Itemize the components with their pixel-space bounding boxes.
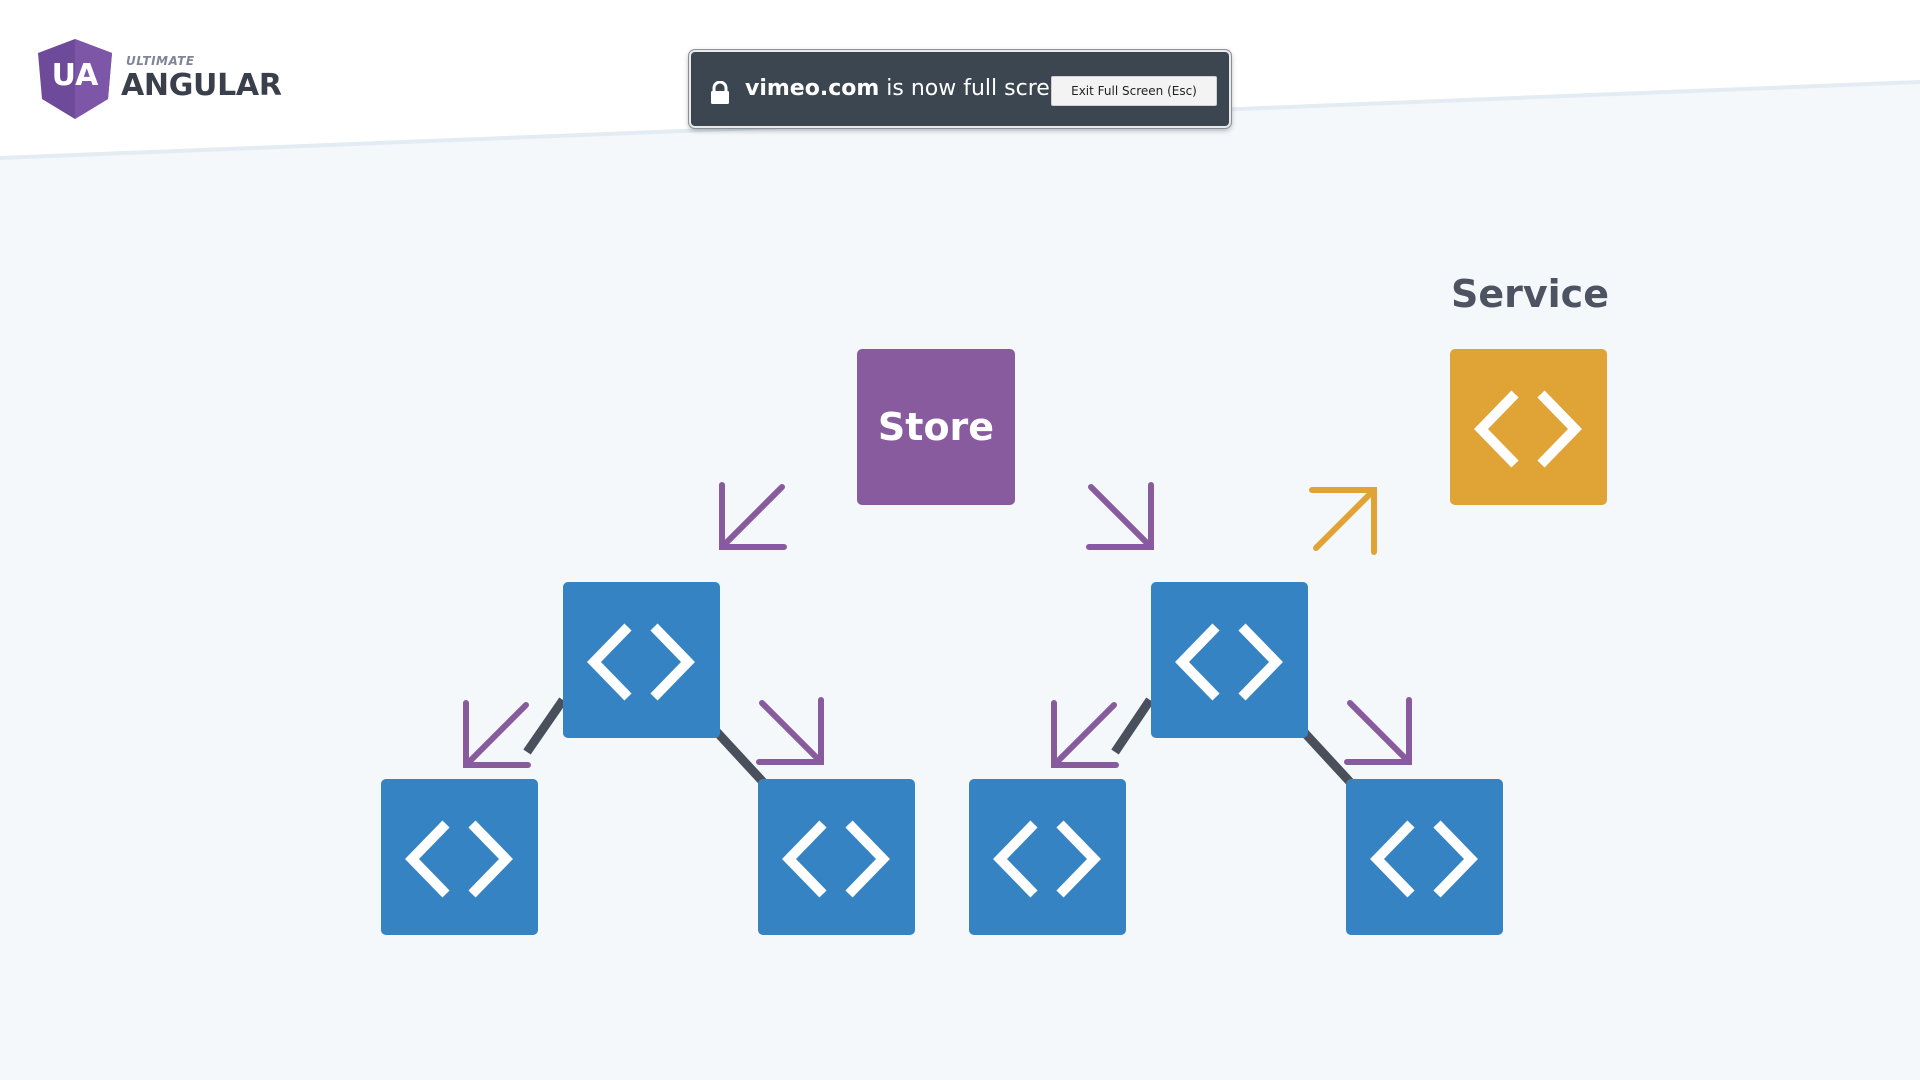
code-brackets-icon <box>405 820 513 898</box>
lock-icon <box>711 81 729 104</box>
code-brackets-icon <box>587 623 695 701</box>
tree-connector <box>711 726 767 786</box>
code-brackets-icon <box>1175 623 1283 701</box>
tree-connector <box>523 697 567 755</box>
component-box-right-right-child <box>1346 779 1503 935</box>
tree-connector <box>1298 726 1354 786</box>
fullscreen-message: vimeo.com is now full screen <box>745 76 1077 101</box>
fullscreen-message-text: is now full screen <box>879 76 1078 101</box>
component-box-left-parent <box>563 582 720 738</box>
code-brackets-icon <box>993 820 1101 898</box>
ua-badge-icon: UA <box>38 39 112 119</box>
left-parent-to-right-child-arrow <box>756 697 824 765</box>
right-parent-to-right-child-arrow <box>1344 697 1412 765</box>
tree-connector <box>1111 697 1154 755</box>
fullscreen-domain: vimeo.com <box>745 76 880 101</box>
store-box: Store <box>857 349 1015 505</box>
component-box-right-left-child <box>969 779 1126 935</box>
fullscreen-notice: vimeo.com is now full screen Exit Full S… <box>689 50 1231 128</box>
service-label: Service <box>1451 272 1609 316</box>
ultimate-angular-logo: UA ULTIMATE ANGULAR <box>38 39 298 121</box>
component-box-left-right-child <box>758 779 915 935</box>
component-box-right-parent <box>1151 582 1308 738</box>
component-box-left-left-child <box>381 779 538 935</box>
store-to-left-arrow <box>719 482 787 550</box>
left-parent-to-left-child-arrow <box>463 700 531 768</box>
service-box <box>1450 349 1607 505</box>
logo-tagline: ULTIMATE <box>126 54 195 68</box>
logo-title: ANGULAR <box>121 68 282 103</box>
store-label: Store <box>877 405 995 449</box>
component-to-service-arrow <box>1309 487 1377 555</box>
code-brackets-icon <box>782 820 890 898</box>
badge-glyph: UA <box>52 58 99 93</box>
right-parent-to-left-child-arrow <box>1051 700 1119 768</box>
exit-full-screen-button[interactable]: Exit Full Screen (Esc) <box>1051 76 1217 106</box>
store-to-right-arrow <box>1086 482 1154 550</box>
code-brackets-icon <box>1370 820 1478 898</box>
code-brackets-icon <box>1474 390 1582 468</box>
